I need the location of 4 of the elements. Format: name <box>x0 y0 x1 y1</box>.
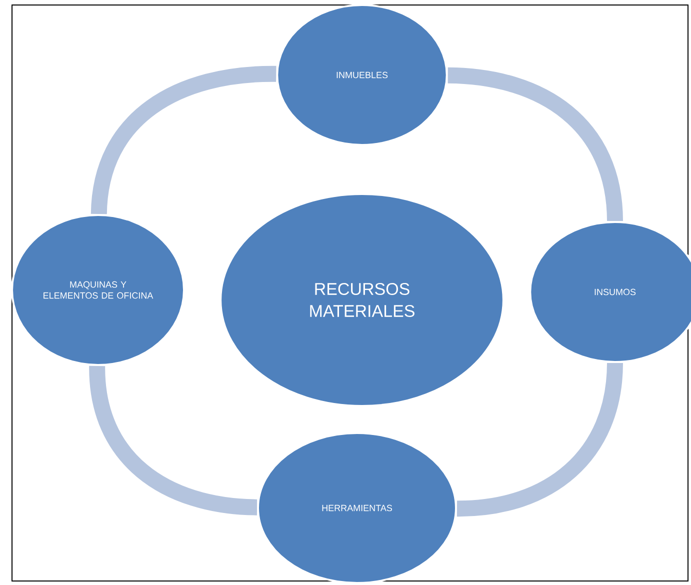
ring-arc <box>89 366 258 516</box>
ring-arc <box>90 66 276 215</box>
ring-arc <box>456 362 623 517</box>
ring-arc <box>447 67 623 222</box>
